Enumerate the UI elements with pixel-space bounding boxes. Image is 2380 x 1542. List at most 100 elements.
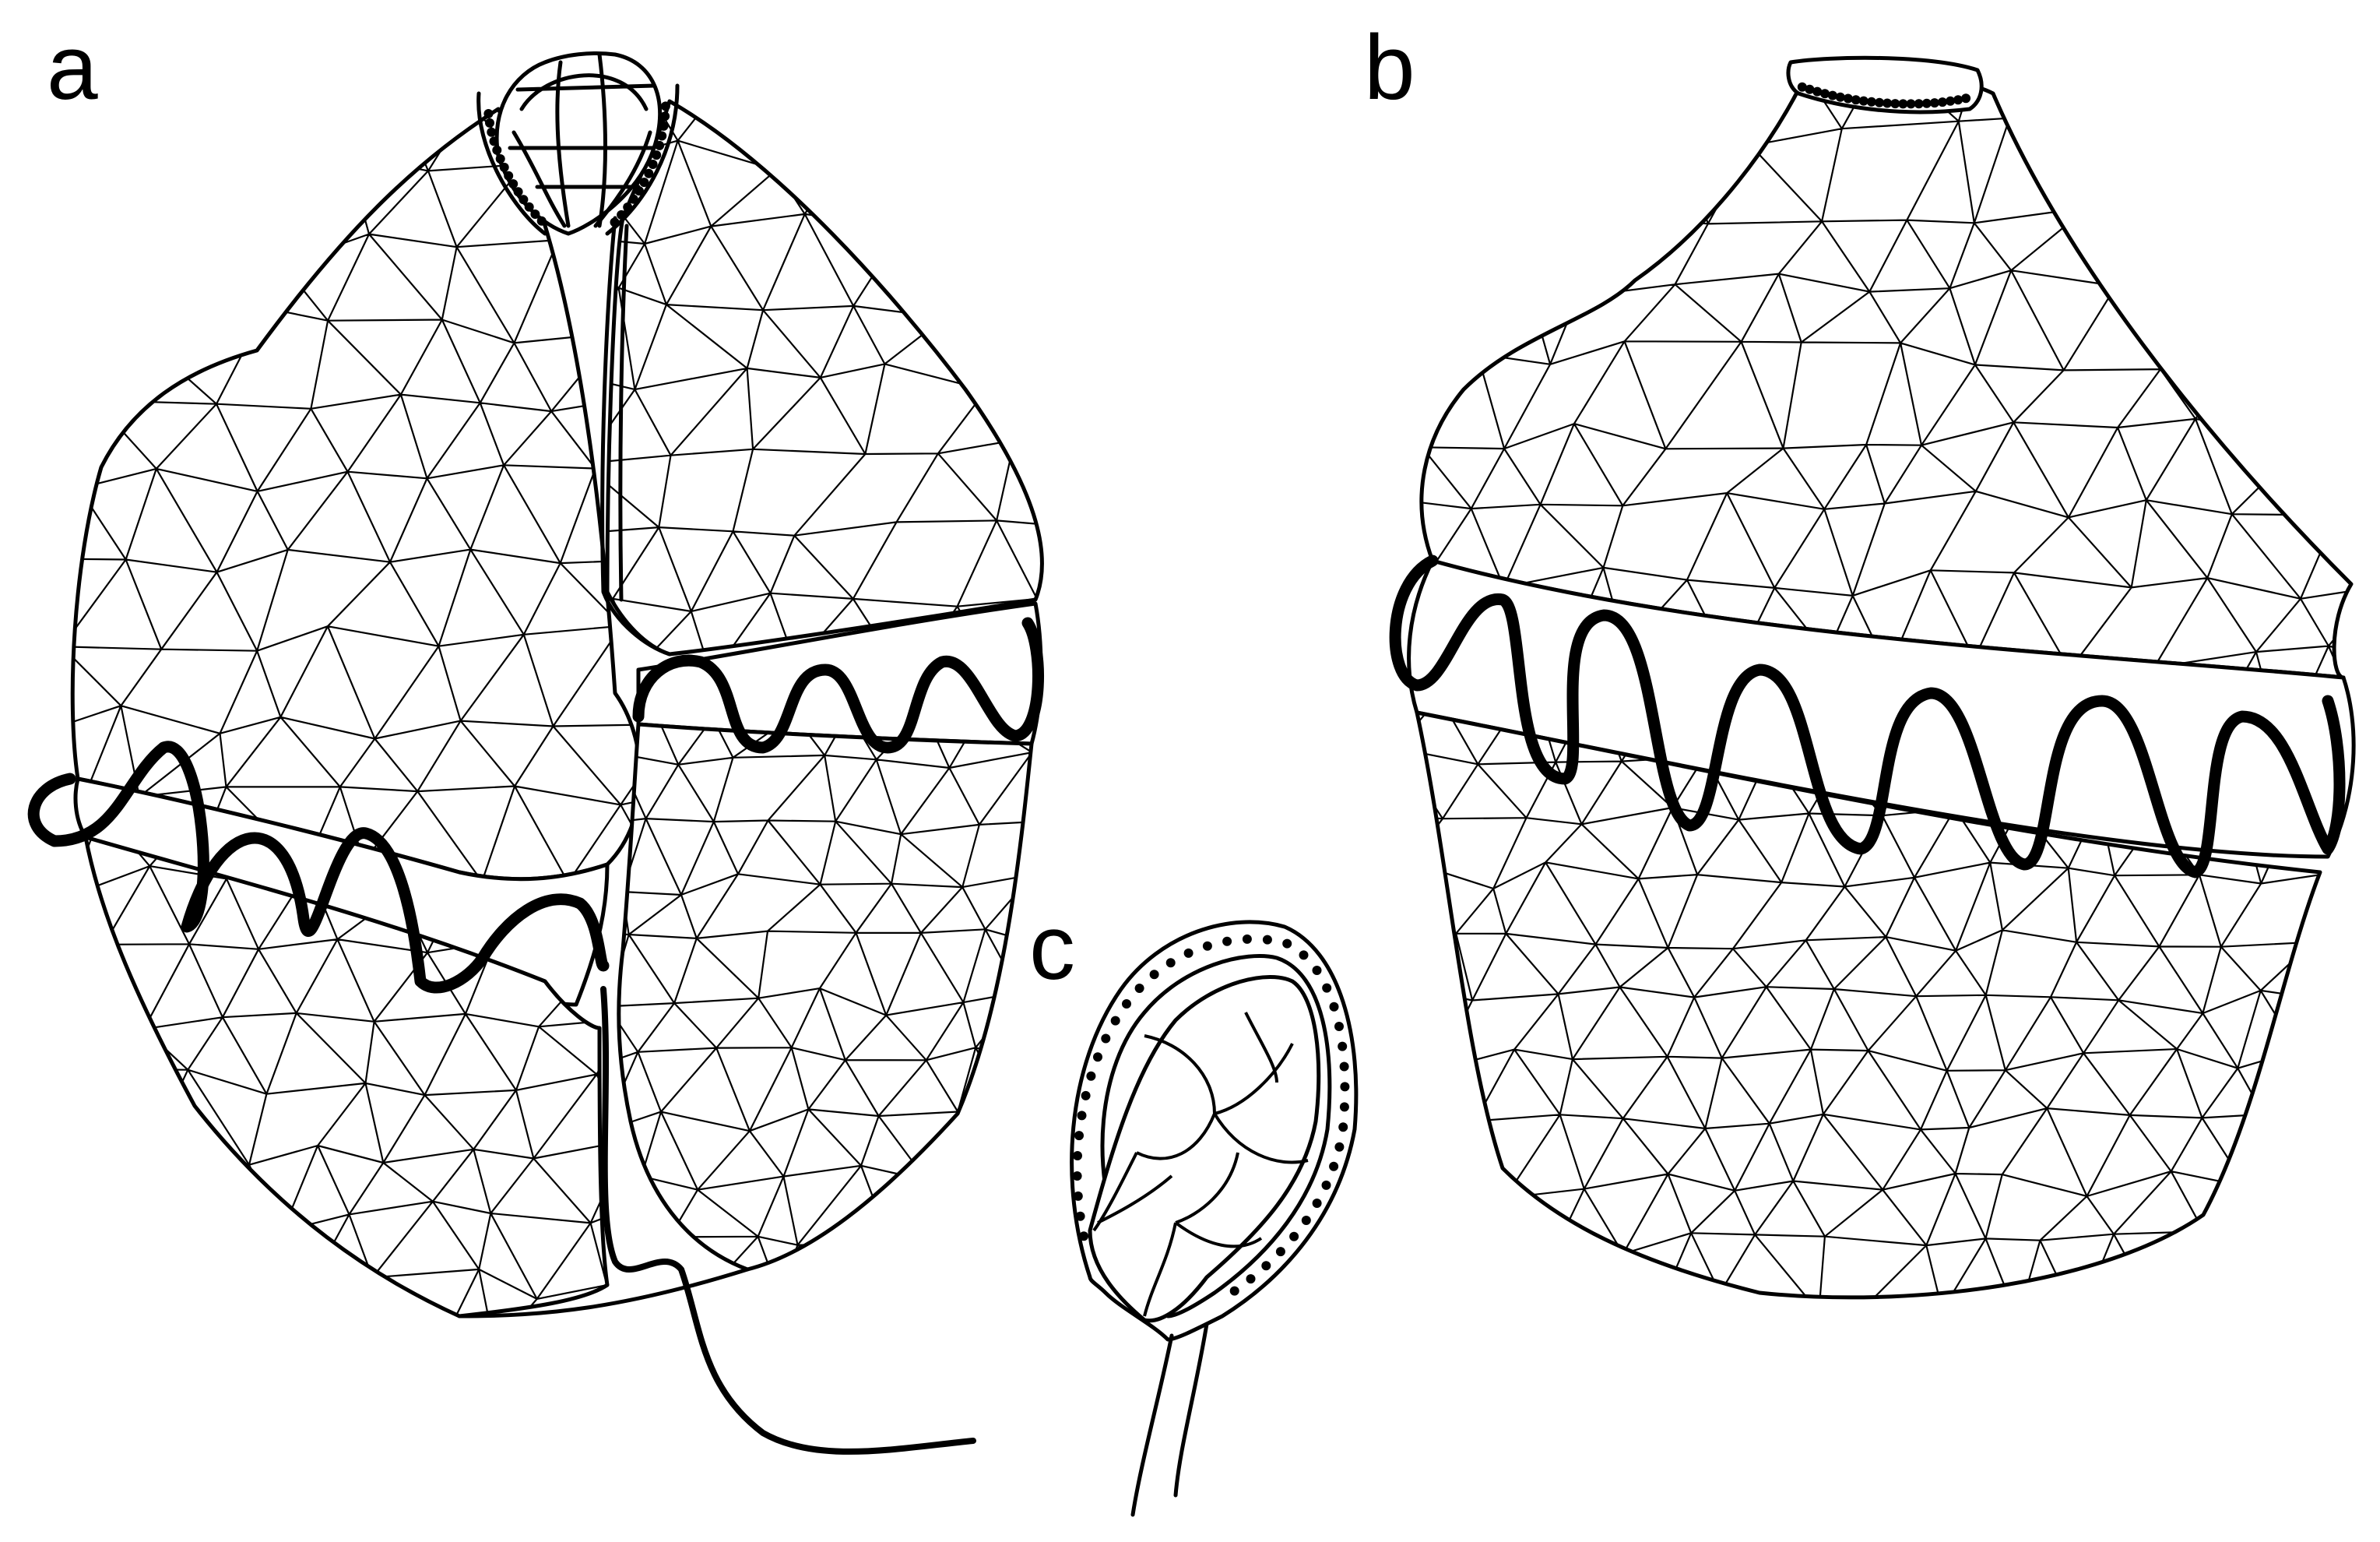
pore-dot <box>530 209 540 219</box>
pore-dot <box>639 178 649 188</box>
epitheca-right-plate <box>605 99 1044 657</box>
pore-dot <box>1334 1022 1344 1031</box>
pore-dot <box>495 154 505 164</box>
pore-dot <box>1202 941 1212 951</box>
pore-dot <box>1890 99 1900 109</box>
pore-dot <box>1077 1111 1087 1121</box>
pore-dot <box>1835 92 1845 102</box>
pore-dot <box>1229 1286 1239 1296</box>
pore-inner-wall <box>1100 954 1332 1318</box>
pore-dot <box>1843 93 1853 104</box>
pore-dot <box>1339 1102 1349 1112</box>
pore-dot <box>659 121 669 131</box>
pore-dot <box>1929 98 1939 108</box>
pore-dot <box>1858 96 1868 106</box>
pore-dot <box>1101 1033 1111 1044</box>
pore-dot <box>660 101 670 111</box>
pore-dot <box>485 118 494 128</box>
pore-dot <box>513 187 523 197</box>
pore-dot <box>634 186 644 196</box>
pore-dot <box>1301 1216 1311 1225</box>
pore-dot <box>1961 93 1971 104</box>
pore-dot <box>1820 89 1830 99</box>
pore-dot <box>1086 1071 1096 1081</box>
pore-dot <box>1134 984 1144 993</box>
pore-dot <box>1851 95 1861 105</box>
pore-dot <box>1946 96 1956 106</box>
pore-dot <box>1953 95 1963 105</box>
pore-dot <box>1898 99 1908 109</box>
pore-dot <box>644 168 654 178</box>
panel-label-c: c <box>1029 896 1075 999</box>
pore-dot <box>648 160 658 169</box>
pore-dot <box>628 194 638 204</box>
epitheca-plate <box>1419 71 2354 680</box>
pore-dot <box>652 150 662 160</box>
pore-dot <box>1805 84 1815 94</box>
pore-dot <box>617 209 627 220</box>
pore-dot <box>1938 97 1947 107</box>
transverse-flagellum-right <box>632 617 1045 754</box>
apical-cap <box>1786 55 1984 114</box>
pore-dot <box>1246 1274 1256 1284</box>
pore-dot <box>655 140 665 150</box>
pore-dot <box>1075 1211 1085 1221</box>
antapex-outline <box>457 1267 750 1318</box>
sulcus-line <box>600 216 672 657</box>
pore-dot <box>1275 1247 1285 1257</box>
pore-dot <box>1334 1142 1345 1152</box>
pore-dot <box>1921 98 1932 108</box>
transverse-flagellum-left <box>27 741 610 994</box>
pore-dot <box>1797 82 1807 92</box>
panel-label-a: a <box>47 16 98 119</box>
pore-dot <box>1073 1191 1083 1201</box>
pore-dot <box>1282 938 1292 949</box>
panel-b-cell <box>1389 55 2356 1300</box>
pore-dot <box>1073 1151 1082 1160</box>
pore-dot <box>536 216 547 226</box>
pore-dot <box>508 179 519 189</box>
pore-dot <box>519 195 529 205</box>
pore-dot <box>1242 934 1252 944</box>
pore-dot <box>1183 948 1194 958</box>
pore-dots <box>1072 934 1350 1296</box>
pore-dot <box>1339 1061 1349 1072</box>
hypotheca-right-plate <box>617 722 1034 1272</box>
pore-dot <box>524 202 534 212</box>
pore-dot <box>1093 1052 1102 1062</box>
pore-dot <box>1072 1171 1082 1181</box>
pore-dot <box>1329 1002 1339 1012</box>
pore-dot <box>1262 935 1272 945</box>
pore-dot <box>1906 99 1916 109</box>
pore-dot <box>1081 1090 1091 1100</box>
pore-dot <box>1866 97 1876 107</box>
pore-dot <box>1074 1131 1084 1141</box>
pore-dot <box>1110 1016 1120 1026</box>
pore-plate-cells <box>1092 1012 1309 1317</box>
pore-dot <box>487 127 497 137</box>
pore-dot <box>660 111 670 121</box>
pore-dot <box>1827 90 1837 100</box>
pore-dot <box>499 162 509 172</box>
panel-a-cell <box>27 51 1045 1455</box>
pore-dot <box>1299 950 1309 960</box>
pore-dot <box>1329 1161 1339 1171</box>
apical-pore-complex <box>476 51 680 236</box>
pore-dot <box>483 109 494 118</box>
pore-dot <box>657 131 667 141</box>
pore-dot <box>1812 86 1823 97</box>
pore-dot <box>1122 999 1131 1009</box>
longitudinal-flagellum <box>600 986 976 1455</box>
pore-dot <box>1883 98 1893 108</box>
pore-dot <box>623 202 633 212</box>
panel-label-b: b <box>1364 16 1415 119</box>
pore-dot <box>1875 97 1884 107</box>
stalk-left <box>1130 1333 1174 1517</box>
panel-c-apical-pore <box>1070 920 1359 1517</box>
pore-dot <box>489 136 499 146</box>
pore-dot <box>1261 1261 1271 1271</box>
pore-dot <box>1312 1199 1322 1208</box>
pore-dot <box>492 145 502 155</box>
pore-dot <box>1289 1231 1299 1241</box>
